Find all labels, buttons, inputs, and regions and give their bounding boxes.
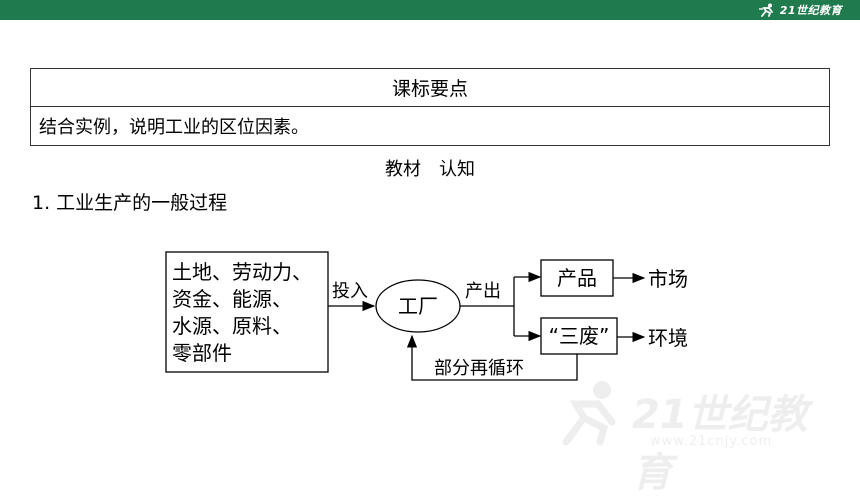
output-arrow-label: 产出 (465, 281, 501, 302)
inputs-line-2: 资金、能源、 (172, 287, 292, 311)
product-label: 产品 (557, 266, 597, 290)
waste-box (540, 317, 618, 355)
section-title: 教材认知 (0, 155, 860, 181)
watermark: 21世纪教育 www.21cnjy.com (540, 378, 840, 496)
input-arrow-label: 投入 (332, 281, 368, 302)
inputs-box (165, 251, 329, 373)
section-title-right: 认知 (439, 159, 475, 180)
recycle-loop (406, 334, 578, 381)
market-label: 市场 (648, 267, 688, 291)
environment-label: 环境 (648, 326, 688, 350)
top-banner: 21世纪教育 (0, 0, 860, 20)
recycle-label: 部分再循环 (434, 358, 524, 379)
factory-label: 工厂 (398, 294, 438, 318)
watermark-runner-icon (562, 381, 616, 446)
runner-icon (758, 3, 773, 17)
watermark-url: www.21cnjy.com (650, 434, 773, 449)
waste-label: “三废” (549, 324, 610, 348)
section-title-left: 教材 (385, 159, 421, 180)
inputs-line-3: 水源、原料、 (172, 314, 292, 338)
standards-heading: 课标要点 (31, 69, 829, 107)
brand-logo: 21世纪教育 (758, 2, 842, 18)
subheading: 1. 工业生产的一般过程 (32, 192, 228, 214)
brand-logo-text: 21世纪教育 (779, 4, 842, 17)
inputs-line-1: 土地、劳动力、 (172, 260, 312, 284)
standards-content: 结合实例，说明工业的区位因素。 (39, 117, 309, 138)
inputs-line-4: 零部件 (172, 341, 232, 365)
standards-table: 课标要点 结合实例，说明工业的区位因素。 (30, 68, 830, 146)
industrial-process-diagram: 土地、劳动力、 资金、能源、 水源、原料、 零部件 投入 工厂 产出 产品 “三… (165, 251, 688, 381)
